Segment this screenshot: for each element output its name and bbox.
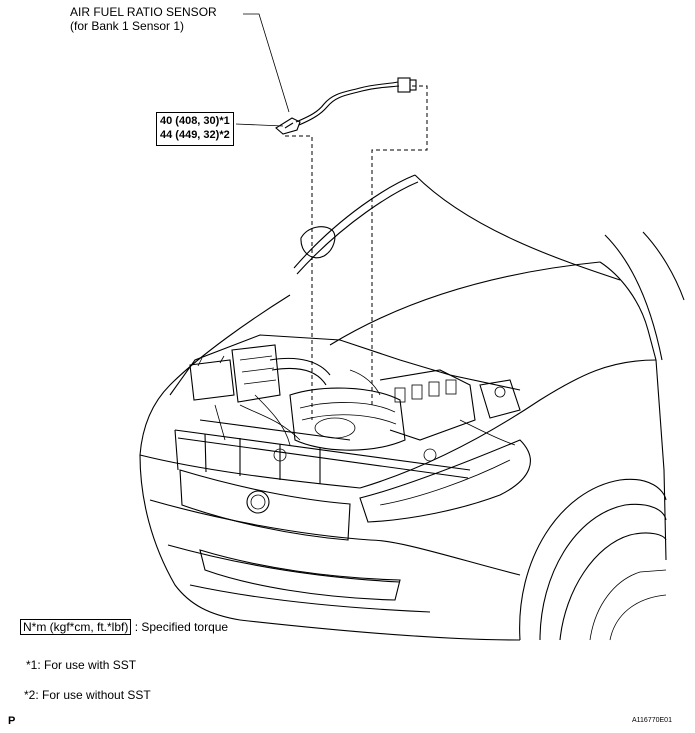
front-wheel (519, 478, 667, 641)
engine-bay (169, 334, 521, 484)
sensor-callout-subtitle: (for Bank 1 Sensor 1) (70, 19, 185, 33)
torque-legend: N*m (kgf*cm, ft.*lbf) : Specified torque (20, 619, 229, 635)
windshield-edge (599, 261, 657, 361)
torque-spec-line-2: 44 (449, 32)*2 (160, 128, 230, 141)
footer-mark: P (8, 715, 16, 727)
torque-spec-box: 40 (408, 30)*1 44 (449, 32)*2 (156, 112, 234, 146)
callout-leader-line (243, 13, 290, 113)
note-with-sst: *1: For use with SST (26, 658, 137, 672)
side-mirror (300, 226, 336, 259)
open-hood (293, 174, 621, 346)
dashed-guide-right (371, 85, 428, 408)
figure-id: A116770E01 (632, 717, 672, 724)
torque-unit-box: N*m (kgf*cm, ft.*lbf) (20, 619, 132, 635)
sensor-callout-title: AIR FUEL RATIO SENSOR (70, 5, 217, 19)
torque-leader-line (235, 123, 284, 127)
lower-grille (199, 549, 401, 601)
dashed-guide-left (285, 135, 313, 420)
roof-line (642, 231, 685, 301)
torque-spec-line-1: 40 (408, 30)*1 (160, 115, 230, 127)
note-without-sst: *2: For use without SST (24, 688, 151, 702)
air-fuel-ratio-sensor (275, 77, 417, 135)
front-grille (179, 469, 351, 541)
headlight (359, 439, 531, 523)
torque-unit-description: : Specified torque (134, 620, 229, 634)
